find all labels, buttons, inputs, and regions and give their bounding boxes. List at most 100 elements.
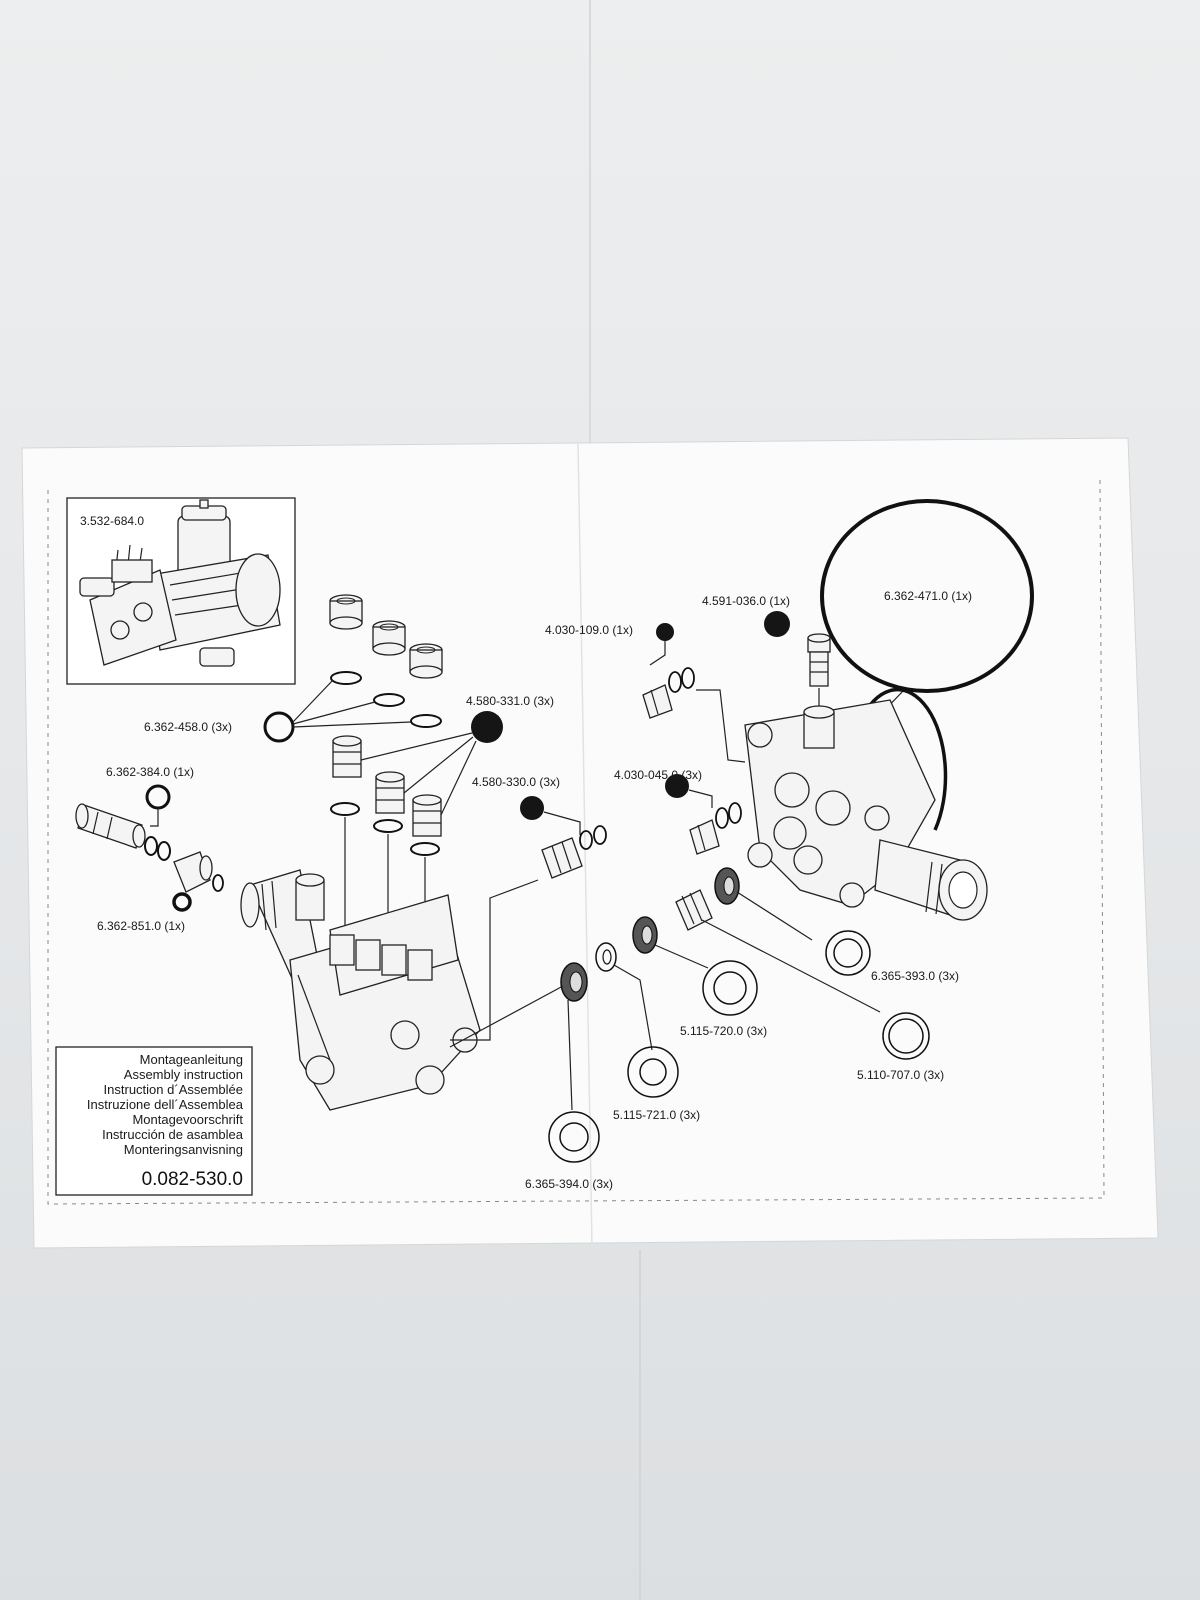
o-ring <box>373 819 403 833</box>
washer-inner <box>713 971 747 1005</box>
title-it: Instruzione dell´Assemblea <box>87 1097 244 1112</box>
legend-frame <box>55 1046 253 1196</box>
label-6365394: 6.365-394.0 (3x) <box>525 1177 613 1191</box>
label-4580331: 4.580-331.0 (3x) <box>466 694 554 708</box>
valve-cap <box>329 594 363 630</box>
valve-4580331 <box>375 771 405 814</box>
label-4030045: 4.030-045.0 (3x) <box>614 768 702 782</box>
part-dot-4030109 <box>656 623 674 641</box>
seal-6365393 <box>714 867 740 905</box>
label-5110707: 5.110-707.0 (3x) <box>857 1068 944 1082</box>
seal-6365394 <box>560 962 588 1002</box>
leader-line <box>440 740 477 816</box>
washer-6365393 <box>825 930 871 976</box>
label-4580330: 4.580-330.0 (3x) <box>472 775 560 789</box>
plug-4030109 <box>642 684 673 719</box>
o-ring <box>330 802 360 816</box>
leader-line <box>736 891 813 941</box>
o-ring <box>410 842 440 856</box>
o-ring-6362851 <box>172 892 192 912</box>
washer-6365394 <box>548 1111 600 1163</box>
leader-line <box>654 944 709 969</box>
part-dot-4591036 <box>764 611 790 637</box>
label-5115720: 5.115-720.0 (3x) <box>680 1024 767 1038</box>
leader-line <box>701 919 881 1013</box>
title-en: Assembly instruction <box>124 1067 243 1082</box>
label-6362458: 6.362-458.0 (3x) <box>144 720 232 734</box>
part-dot-4580330 <box>520 796 544 820</box>
label-6362384: 6.362-384.0 (1x) <box>106 765 194 779</box>
valve-cap <box>372 620 406 656</box>
o-ring <box>681 667 695 689</box>
o-ring <box>212 874 224 892</box>
o-ring <box>593 825 607 845</box>
leader-line <box>292 701 376 725</box>
label-4030109: 4.030-109.0 (1x) <box>545 623 633 637</box>
plug-fitting <box>173 851 213 893</box>
washer-inner <box>833 938 863 968</box>
title-es: Instrucción de asamblea <box>102 1127 244 1142</box>
valve-caps <box>329 594 443 679</box>
paper-fold <box>577 441 593 1247</box>
label-4591036: 4.591-036.0 (1x) <box>702 594 790 608</box>
part-dot-4030045 <box>665 774 689 798</box>
assembly-line <box>449 985 564 1048</box>
cut-border <box>47 479 1105 1205</box>
o-ring <box>144 836 158 856</box>
leader-line <box>649 641 666 666</box>
assembly-line <box>696 689 746 763</box>
leader-line <box>403 736 474 794</box>
title-nl: Montagevoorschrift <box>132 1112 243 1127</box>
leader-line <box>613 964 653 1051</box>
o-ring-6362471 <box>820 499 1034 693</box>
o-ring <box>330 671 362 685</box>
leader-line <box>292 679 334 723</box>
leader-line <box>292 721 412 728</box>
part-dot-4580331 <box>471 711 503 743</box>
o-ring <box>157 841 171 861</box>
label-6362851: 6.362-851.0 (1x) <box>97 919 185 933</box>
leader-line <box>150 808 159 827</box>
valve-4580331 <box>332 735 362 778</box>
o-ring <box>373 693 405 707</box>
manifold-head-right <box>744 699 988 921</box>
washer-inner <box>639 1058 667 1086</box>
leader-line <box>688 789 713 808</box>
valve-4591036 <box>807 633 831 687</box>
o-ring <box>728 802 742 824</box>
label-6365393: 6.365-393.0 (3x) <box>871 969 959 983</box>
washer-inner <box>559 1122 589 1152</box>
title-fr: Instruction d´Assemblée <box>104 1082 243 1097</box>
o-ring <box>410 714 442 728</box>
inset-part-label: 3.532-684.0 <box>80 514 144 528</box>
o-ring <box>715 807 729 829</box>
document-number: 0.082-530.0 <box>142 1169 243 1190</box>
valve-4580330 <box>541 837 583 879</box>
label-5115721: 5.115-721.0 (3x) <box>613 1108 700 1122</box>
leader-line <box>543 811 581 835</box>
washer-5115720 <box>702 960 758 1016</box>
label-6362471: 6.362-471.0 (1x) <box>884 589 972 603</box>
title-legend: Montageanleitung Assembly instruction In… <box>55 1046 253 1196</box>
valve-cap <box>409 643 443 679</box>
washer-inner <box>888 1018 924 1054</box>
assembly-line <box>450 879 539 1041</box>
o-ring <box>579 830 593 850</box>
plug-4030045 <box>689 819 720 855</box>
title-de: Montageanleitung <box>140 1052 243 1067</box>
leader-line <box>360 732 473 761</box>
title-sv: Monteringsanvisning <box>124 1142 243 1157</box>
hose-fitting <box>75 803 146 849</box>
manifold-head-left <box>240 869 481 1111</box>
washer-5115721 <box>595 942 617 972</box>
seal-5115720 <box>632 916 658 954</box>
leader-line <box>567 999 573 1111</box>
washer-5110707 <box>882 1012 930 1060</box>
pump-overview-drawing <box>79 499 281 667</box>
o-ring <box>668 671 682 693</box>
inset-pump-overview: 3.532-684.0 <box>66 497 296 685</box>
valve-4580331 <box>412 794 442 837</box>
washer-5115721 <box>627 1046 679 1098</box>
